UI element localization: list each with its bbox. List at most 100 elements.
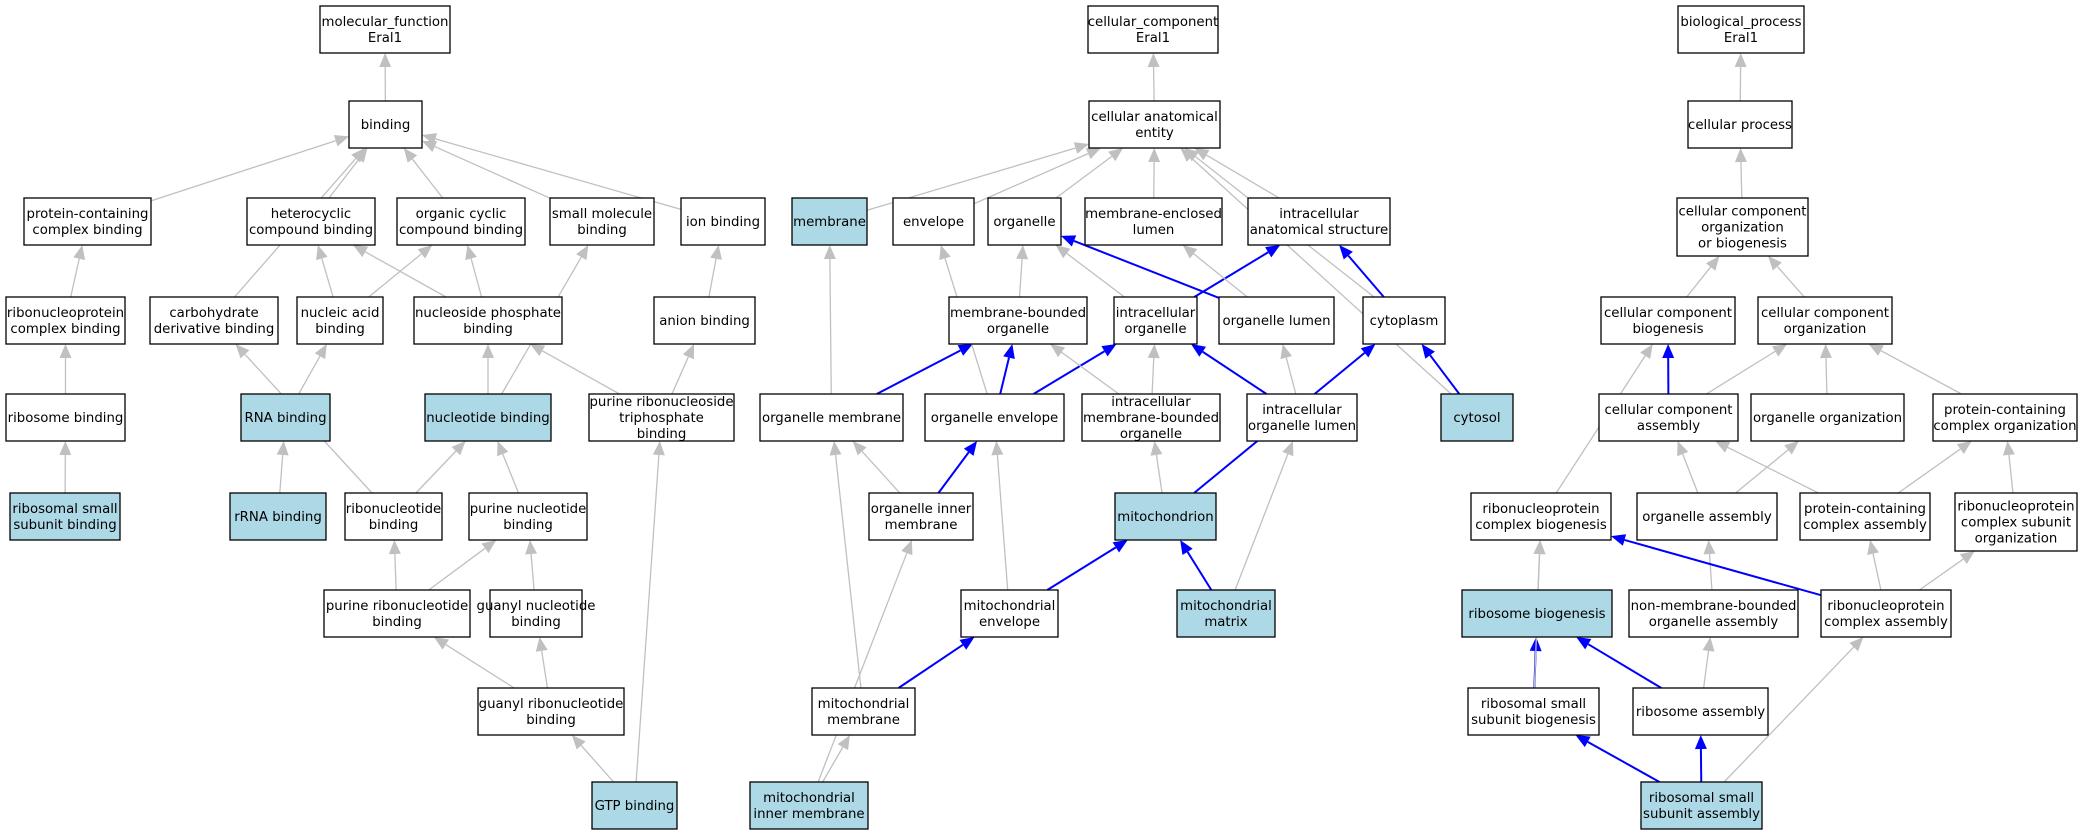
edge-iol-to-io (1190, 344, 1268, 395)
node-box (1084, 197, 1223, 246)
node-box (489, 589, 583, 638)
node-label: purine ribonucleoside (589, 395, 733, 410)
node-label: binding (463, 322, 513, 337)
edge-line (1193, 253, 1248, 298)
node-box (1687, 100, 1793, 149)
edge-line (1151, 357, 1155, 395)
go-term-node-anb[interactable]: anion binding (653, 296, 756, 345)
node-box (680, 197, 766, 246)
go-term-node-oa[interactable]: organelle assembly (1636, 492, 1778, 541)
node-label: ribosomal small (1481, 697, 1586, 712)
edge-line (1682, 453, 1699, 494)
edge-rnab-to-nab (298, 344, 327, 395)
node-box (296, 296, 384, 345)
go-term-node-oo[interactable]: organelle organization (1750, 393, 1905, 442)
node-box (1088, 100, 1221, 149)
go-term-node-oe[interactable]: organelle envelope (924, 393, 1065, 442)
go-term-node-ribb[interactable]: ribosome binding (5, 393, 126, 442)
node-label: Eral1 (368, 31, 402, 46)
go-term-node-om[interactable]: organelle membrane (759, 393, 904, 442)
edge-mim-to-mmem (822, 735, 850, 783)
edge-line (708, 258, 717, 298)
edge-ias-to-cae (1194, 148, 1280, 199)
go-term-node-ol[interactable]: organelle lumen (1218, 296, 1335, 345)
edge-riba-to-nmboa (1702, 637, 1715, 689)
go-term-node-ribbio[interactable]: ribosome biogenesis (1461, 589, 1613, 638)
node-label: inner membrane (753, 807, 864, 822)
edge-line (530, 553, 535, 591)
arrowhead-icon (1611, 534, 1627, 546)
arrowhead-icon (482, 344, 494, 358)
go-term-node-organelle[interactable]: organelle (987, 197, 1062, 246)
go-term-node-cytoplasm[interactable]: cytoplasm (1362, 296, 1446, 345)
edge-line (999, 357, 1010, 395)
arrowhead-icon (823, 245, 836, 260)
edge-line (1723, 646, 1855, 783)
go-term-node-cp[interactable]: cellular process (1687, 100, 1793, 149)
go-term-node-rrnab[interactable]: rRNA binding (229, 492, 327, 541)
go-term-node-binding[interactable]: binding (348, 100, 423, 149)
edge-line (1155, 454, 1163, 494)
node-label: subunit assembly (1643, 807, 1760, 822)
node-box (246, 197, 376, 246)
go-term-node-riba[interactable]: ribosome assembly (1632, 687, 1769, 736)
go-term-node-gtpb[interactable]: GTP binding (591, 781, 678, 830)
edge-nab-to-hcb (316, 245, 334, 298)
go-term-node-ionb[interactable]: ion binding (680, 197, 766, 246)
go-term-node-envelope[interactable]: envelope (892, 197, 975, 246)
edge-line (1193, 251, 1269, 298)
go-term-node-cytosol[interactable]: cytosol (1440, 393, 1514, 442)
go-term-node-rnab[interactable]: RNA binding (240, 393, 331, 442)
go-term-node-membrane[interactable]: membrane (791, 197, 868, 246)
node-label: or biogenesis (1698, 237, 1787, 252)
arrowhead-icon (1868, 344, 1884, 356)
node-label: organelle envelope (931, 411, 1058, 426)
arrowhead-icon (1703, 540, 1716, 555)
go-term-node-ntb[interactable]: nucleotide binding (424, 393, 552, 442)
node-label: purine nucleotide (470, 502, 587, 517)
go-term-node-mito[interactable]: mitochondrion (1114, 492, 1217, 541)
